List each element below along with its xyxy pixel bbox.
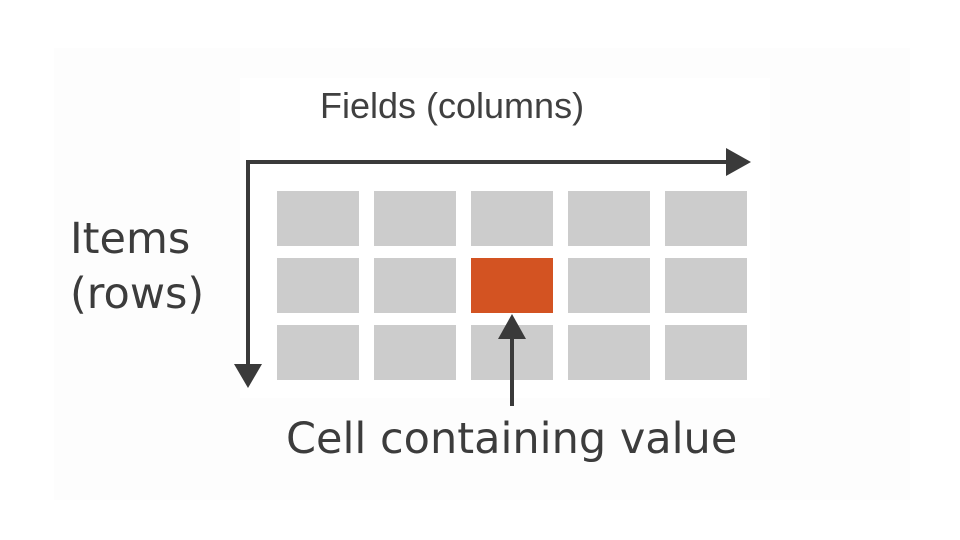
rows-arrowhead-icon <box>234 364 262 388</box>
grid-cell <box>277 325 359 380</box>
cell-pointer-arrowhead-icon <box>498 314 526 339</box>
grid-cell <box>568 325 650 380</box>
highlighted-cell <box>471 258 553 313</box>
rows-label: Items (rows) <box>70 214 205 319</box>
grid-cell <box>374 258 456 313</box>
grid-cell <box>568 191 650 246</box>
grid-cell <box>568 258 650 313</box>
grid-cells <box>277 191 747 380</box>
columns-arrowhead-icon <box>726 148 751 176</box>
grid-cell <box>665 325 747 380</box>
cell-label: Cell containing value <box>286 414 738 464</box>
grid-cell <box>665 258 747 313</box>
grid-cell <box>374 325 456 380</box>
grid-cell <box>374 191 456 246</box>
grid-cell <box>471 191 553 246</box>
columns-label: Fields (columns) <box>320 85 585 126</box>
grid-cell <box>277 191 359 246</box>
grid-cell <box>277 258 359 313</box>
grid-cell <box>665 191 747 246</box>
arrows <box>234 148 751 406</box>
